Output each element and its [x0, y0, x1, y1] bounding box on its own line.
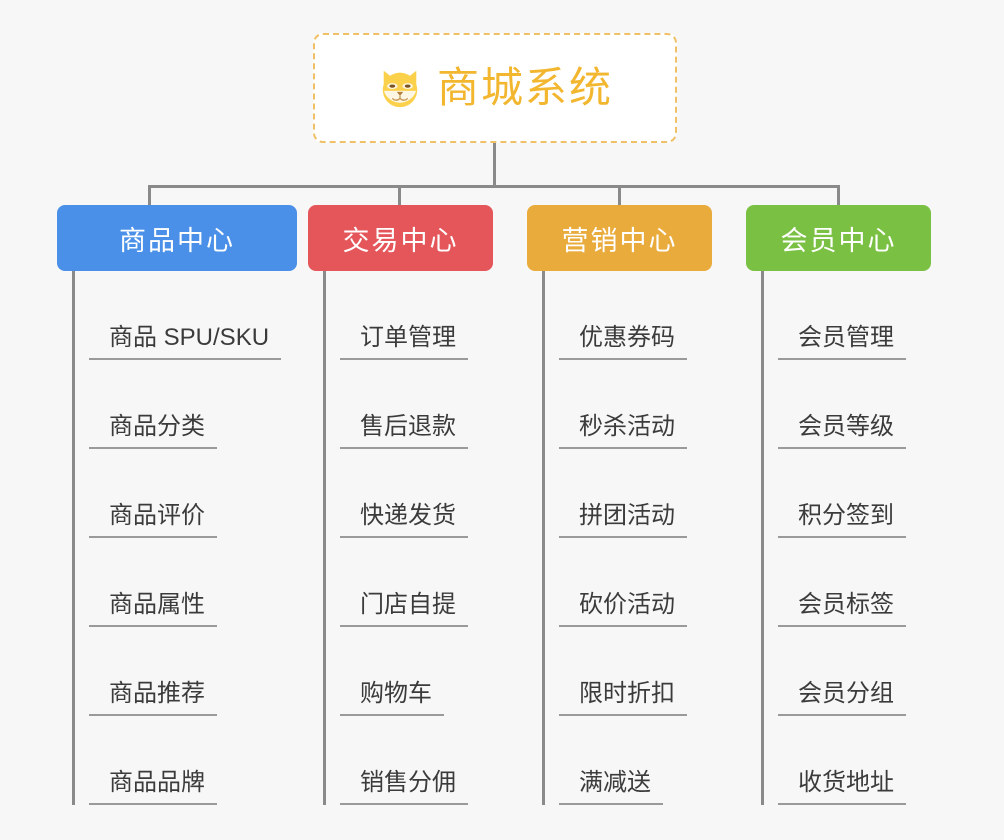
leaf-label: 商品 SPU/SKU [89, 324, 282, 360]
leaf-item[interactable]: 满减送 [559, 716, 712, 805]
branch-header-2[interactable]: 交易中心 [308, 205, 493, 271]
branch-header-label: 商品中心 [119, 225, 235, 256]
connector-drop-3 [618, 185, 621, 207]
leaf-item[interactable]: 商品评价 [89, 449, 297, 538]
branch-column-会员中心: 会员中心 会员管理 会员等级 积分签到 会员标签 会员分组 收货地址 [746, 205, 931, 805]
leaf-item[interactable]: 商品分类 [89, 360, 297, 449]
leaf-label: 会员管理 [778, 324, 906, 360]
leaf-label: 限时折扣 [559, 680, 687, 716]
leaf-label: 砍价活动 [559, 591, 687, 627]
leaf-label: 满减送 [559, 769, 663, 805]
root-title: 商城系统 [436, 64, 613, 111]
connector-drop-1 [148, 185, 151, 207]
leaf-item[interactable]: 商品推荐 [89, 627, 297, 716]
branch-header-label: 会员中心 [780, 225, 897, 256]
leaf-item[interactable]: 收货地址 [778, 716, 931, 805]
leaf-label: 快递发货 [340, 502, 468, 538]
leaf-item[interactable]: 商品 SPU/SKU [89, 271, 297, 360]
branch-header-3[interactable]: 营销中心 [527, 205, 712, 271]
branch-header-4[interactable]: 会员中心 [746, 205, 931, 271]
leaf-item[interactable]: 限时折扣 [559, 627, 712, 716]
leaf-item[interactable]: 优惠券码 [559, 271, 712, 360]
leaf-label: 门店自提 [340, 591, 468, 627]
leaf-item[interactable]: 会员等级 [778, 360, 931, 449]
leaf-item[interactable]: 砍价活动 [559, 538, 712, 627]
connector-horizontal-bus [149, 185, 839, 188]
leaf-label: 商品分类 [89, 413, 217, 449]
leaf-label: 订单管理 [340, 324, 468, 360]
leaf-item[interactable]: 销售分佣 [340, 716, 493, 805]
leaf-label: 销售分佣 [340, 769, 468, 805]
branch-header-label: 营销中心 [561, 225, 678, 256]
leaf-label: 会员标签 [778, 591, 906, 627]
branch-column-商品中心: 商品中心 商品 SPU/SKU 商品分类 商品评价 商品属性 商品推荐 商品品牌 [57, 205, 297, 805]
root-node[interactable]: 商城系统 [313, 33, 677, 143]
leaf-label: 优惠券码 [559, 324, 687, 360]
branch-column-营销中心: 营销中心 优惠券码 秒杀活动 拼团活动 砍价活动 限时折扣 满减送 [527, 205, 712, 805]
leaf-label: 收货地址 [778, 769, 906, 805]
leaf-item[interactable]: 积分签到 [778, 449, 931, 538]
leaf-item[interactable]: 商品属性 [89, 538, 297, 627]
leaf-item[interactable]: 售后退款 [340, 360, 493, 449]
branch-header-label: 交易中心 [342, 225, 459, 256]
leaf-item[interactable]: 门店自提 [340, 538, 493, 627]
leaf-item[interactable]: 会员管理 [778, 271, 931, 360]
leaf-label: 会员等级 [778, 413, 906, 449]
leaf-list-1: 商品 SPU/SKU 商品分类 商品评价 商品属性 商品推荐 商品品牌 [72, 271, 297, 805]
leaf-item[interactable]: 快递发货 [340, 449, 493, 538]
leaf-list-3: 优惠券码 秒杀活动 拼团活动 砍价活动 限时折扣 满减送 [542, 271, 712, 805]
leaf-list-2: 订单管理 售后退款 快递发货 门店自提 购物车 销售分佣 [323, 271, 493, 805]
leaf-label: 会员分组 [778, 680, 906, 716]
connector-drop-2 [398, 185, 401, 207]
branch-column-交易中心: 交易中心 订单管理 售后退款 快递发货 门店自提 购物车 销售分佣 [308, 205, 493, 805]
connector-root-stem [493, 143, 496, 187]
leaf-label: 拼团活动 [559, 502, 687, 538]
leaf-item[interactable]: 订单管理 [340, 271, 493, 360]
leaf-item[interactable]: 会员标签 [778, 538, 931, 627]
leaf-label: 商品品牌 [89, 769, 217, 805]
leaf-label: 售后退款 [340, 413, 468, 449]
leaf-label: 积分签到 [778, 502, 906, 538]
branch-header-1[interactable]: 商品中心 [57, 205, 297, 271]
leaf-list-4: 会员管理 会员等级 积分签到 会员标签 会员分组 收货地址 [761, 271, 931, 805]
leaf-label: 商品属性 [89, 591, 217, 627]
leaf-label: 秒杀活动 [559, 413, 687, 449]
connector-drop-4 [837, 185, 840, 207]
leaf-item[interactable]: 购物车 [340, 627, 493, 716]
leaf-label: 商品推荐 [89, 680, 217, 716]
leaf-label: 购物车 [340, 680, 444, 716]
leaf-item[interactable]: 商品品牌 [89, 716, 297, 805]
leaf-item[interactable]: 会员分组 [778, 627, 931, 716]
leaf-item[interactable]: 拼团活动 [559, 449, 712, 538]
shiba-dog-icon [382, 70, 418, 108]
leaf-item[interactable]: 秒杀活动 [559, 360, 712, 449]
leaf-label: 商品评价 [89, 502, 217, 538]
